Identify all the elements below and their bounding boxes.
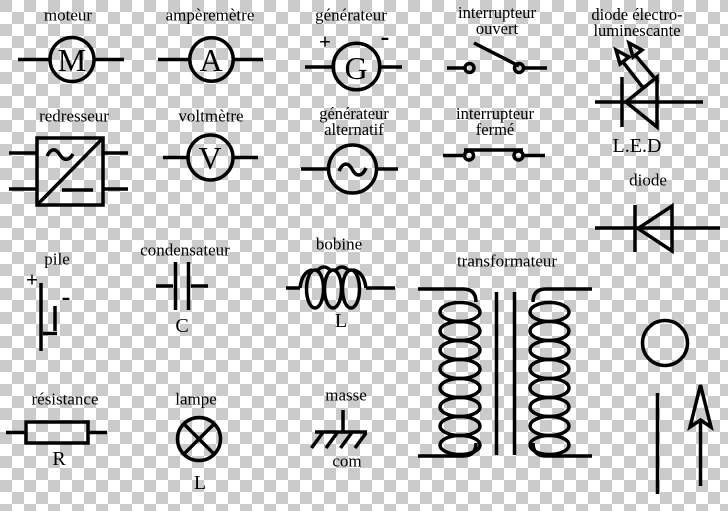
open-switch-symbol xyxy=(447,41,547,75)
led-label: diode électro- luminescante xyxy=(591,5,683,40)
voltmeter-symbol xyxy=(163,133,258,182)
capacitor-label: condensateur xyxy=(140,240,230,260)
dc-generator-symbol xyxy=(305,41,402,92)
battery-symbol xyxy=(39,283,57,351)
generator-plus-sign: + xyxy=(319,29,331,54)
battery-label: pile xyxy=(44,249,70,269)
inductor-symbol xyxy=(286,265,395,310)
voltmeter-letter: V xyxy=(198,140,222,176)
dc-generator-label: générateur xyxy=(315,5,387,25)
lamp-letter: L xyxy=(193,472,207,494)
ac-generator-label: générateur alternatif xyxy=(319,104,389,139)
closed-switch-symbol xyxy=(443,148,545,162)
resistor-label: résistance xyxy=(31,389,99,409)
arrow-up-icon xyxy=(687,384,714,486)
diode-label: diode xyxy=(629,170,667,190)
led-symbol xyxy=(595,39,703,131)
motor-letter: M xyxy=(57,42,87,78)
lamp-label: lampe xyxy=(175,389,217,409)
rectifier-symbol xyxy=(9,136,128,207)
ground-symbol xyxy=(310,410,368,450)
motor-label: moteur xyxy=(43,5,93,25)
inductor-letter: L xyxy=(334,310,348,332)
circle-symbol xyxy=(640,318,690,368)
open-switch-label: interrupteur ouvert xyxy=(458,3,536,38)
ammeter-label: ampèremètre xyxy=(165,5,255,25)
closed-switch-label: interrupteur fermé xyxy=(456,104,534,139)
ground-sublabel: com xyxy=(332,451,362,471)
ground-label: masse xyxy=(325,385,367,405)
dc-generator-letter: G xyxy=(344,50,368,86)
rectifier-label: redresseur xyxy=(39,106,109,126)
motor-symbol xyxy=(18,35,124,84)
ammeter-letter: A xyxy=(199,42,223,78)
battery-plus-sign: + xyxy=(26,267,38,292)
led-sublabel: L.E.D xyxy=(612,135,662,157)
lamp-symbol xyxy=(175,415,223,463)
voltmeter-label: voltmètre xyxy=(178,106,244,126)
resistor-letter: R xyxy=(52,448,66,470)
ac-generator-symbol xyxy=(301,143,398,195)
ammeter-symbol xyxy=(158,36,263,83)
inductor-label: bobine xyxy=(315,234,363,254)
transformer-label: transformateur xyxy=(456,251,558,271)
generator-minus-sign: - xyxy=(380,22,390,51)
transformer-symbol xyxy=(418,287,592,458)
resistor-symbol xyxy=(6,420,107,445)
capacitor-letter: C xyxy=(175,315,189,337)
battery-minus-sign: - xyxy=(61,282,71,311)
capacitor-symbol xyxy=(156,262,208,310)
diode-symbol xyxy=(595,202,720,255)
